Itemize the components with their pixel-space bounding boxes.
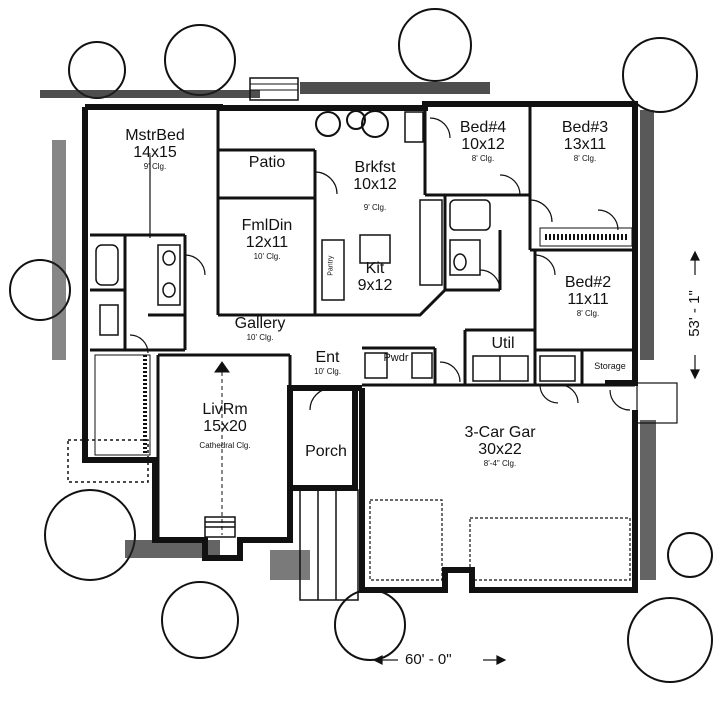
fixtures: [95, 111, 576, 538]
room-size: 10x12: [461, 135, 505, 153]
room-ceiling: 10' Clg.: [246, 332, 274, 342]
room-name: Kit: [365, 260, 385, 277]
room-ceiling: 10' Clg.: [314, 366, 341, 376]
room-size: 15x20: [203, 417, 247, 435]
room-name: Porch: [305, 443, 347, 460]
vanity-icon: [157, 244, 181, 306]
toilet-icon: [99, 304, 119, 336]
room-size: 12x11: [245, 233, 289, 251]
room-gallery: Gallery 10' Clg.: [215, 315, 305, 342]
tree-icon: [622, 37, 698, 113]
room-mstr-bed: MstrBed 14x15 9' Clg.: [100, 127, 210, 171]
doors: [129, 117, 678, 424]
garage-doors: [369, 499, 631, 581]
room-size: 11x11: [567, 290, 609, 308]
room-util: Util: [478, 335, 528, 353]
ceiling-line: [214, 361, 230, 535]
exterior-walls: [82, 101, 638, 593]
room-fmldin: FmlDin 12x11 10' Clg.: [222, 217, 312, 261]
closet-shelving: [94, 227, 633, 456]
room-size: 10x12: [353, 175, 397, 193]
room-bed3: Bed#3 13x11 8' Clg.: [540, 119, 630, 163]
room-size: 14x15: [133, 143, 177, 161]
tree-icon: [164, 24, 236, 96]
room-size: 30x22: [478, 440, 522, 458]
room-ceiling: 8'-4" Clg.: [483, 458, 517, 468]
room-size: 9x12: [357, 276, 393, 294]
walkway: [67, 439, 359, 601]
tree-icon: [44, 489, 136, 581]
room-name: Bed#2: [564, 274, 612, 291]
room-name: Patio: [248, 154, 286, 171]
room-livrm: LivRm 15x20 Cathedral Clg.: [170, 401, 280, 450]
room-pantry: Pantry: [327, 246, 334, 286]
room-kit: Kit 9x12: [345, 260, 405, 295]
kitchen-island-icon: [359, 234, 391, 264]
room-ceiling: 10' Clg.: [253, 251, 281, 261]
room-name: 3-Car Gar: [464, 424, 536, 441]
room-ceiling: 9' Clg.: [143, 161, 167, 171]
tree-icon: [161, 581, 239, 659]
room-patio: Patio: [222, 154, 312, 172]
room-name: Brkfst: [354, 159, 396, 176]
room-name: Ent: [315, 349, 340, 366]
toilet-icon: [364, 352, 388, 379]
bathtub-icon: [449, 199, 491, 231]
tree-icon: [667, 532, 713, 578]
width-dimension: 60' - 0": [405, 651, 452, 668]
room-size: 13x11: [563, 135, 607, 153]
room-ent: Ent 10' Clg.: [300, 349, 355, 376]
interior-walls: [90, 106, 635, 540]
room-name: Pantry: [327, 255, 335, 276]
room-name: Util: [491, 335, 515, 352]
room-name: MstrBed: [125, 127, 185, 144]
room-name: Bed#3: [561, 119, 609, 136]
dimension-arrows: [372, 250, 700, 665]
room-name: Pwdr: [383, 352, 409, 364]
room-ceiling: 8' Clg.: [471, 153, 495, 163]
room-ceiling: 9' Clg.: [363, 202, 387, 212]
room-name: LivRm: [202, 401, 248, 418]
room-name: Bed#4: [459, 119, 507, 136]
hedges: [40, 82, 656, 580]
room-ceiling: 8' Clg.: [573, 153, 597, 163]
depth-dimension: 53' - 1": [686, 290, 703, 337]
room-bed2: Bed#2 11x11 8' Clg.: [543, 274, 633, 318]
room-ceiling: Cathedral Clg.: [199, 440, 251, 450]
room-pwdr: Pwdr: [378, 352, 414, 365]
room-name: Gallery: [234, 315, 286, 332]
bathtub-icon: [95, 244, 119, 286]
tree-icon: [627, 597, 713, 683]
room-name: FmlDin: [241, 217, 293, 234]
tree-icon: [398, 8, 472, 82]
room-porch: Porch: [295, 443, 357, 461]
room-ceiling: 8' Clg.: [576, 308, 600, 318]
room-garage: 3-Car Gar 30x22 8'-4" Clg.: [430, 424, 570, 468]
tree-icon: [9, 259, 71, 321]
room-bed4: Bed#4 10x12 8' Clg.: [438, 119, 528, 163]
tree-icon: [68, 41, 126, 99]
room-name: Storage: [594, 361, 626, 371]
room-brkfst: Brkfst 10x12 9' Clg.: [330, 159, 420, 212]
room-storage: Storage: [585, 361, 635, 371]
